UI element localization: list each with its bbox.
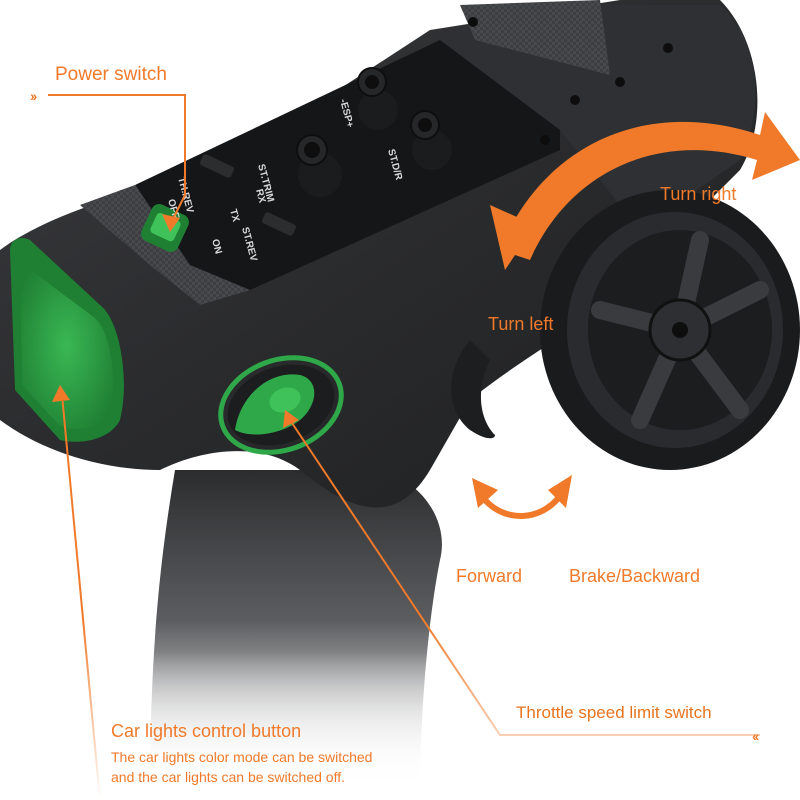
panel-label-rx: RX xyxy=(253,188,267,205)
st-dr-knob[interactable] xyxy=(410,110,452,170)
panel-label-on: ON xyxy=(209,238,224,255)
callout-arrow-tips xyxy=(52,214,299,428)
carbon-top-plate xyxy=(460,0,610,75)
transmitter-head xyxy=(430,5,756,230)
screws xyxy=(468,17,673,145)
st-rev-switch[interactable] xyxy=(261,211,297,236)
car-lights-title: Car lights control button xyxy=(111,721,302,741)
steering-wheel[interactable] xyxy=(540,190,800,470)
turn-left-label: Turn left xyxy=(488,314,554,334)
left-edge-marker-icon: ›› xyxy=(30,88,37,104)
throttle-trigger[interactable] xyxy=(451,340,495,439)
st-trim-knob[interactable] xyxy=(296,134,342,197)
esp-knob[interactable] xyxy=(357,67,398,130)
power-switch-label: Power switch xyxy=(55,64,167,85)
th-rev-switch[interactable] xyxy=(199,153,235,178)
brake-backward-label: Brake/Backward xyxy=(569,566,701,586)
car-lights-desc-1: The car lights color mode can be switche… xyxy=(111,749,373,765)
control-panel xyxy=(135,40,560,290)
throttle-direction-arrow xyxy=(482,494,563,519)
turn-right-label: Turn right xyxy=(660,184,737,204)
throttle-arrow-heads xyxy=(472,475,572,508)
throttle-limit-label: Throttle speed limit switch xyxy=(516,703,712,722)
bottom-fade xyxy=(0,620,800,800)
car-lights-button[interactable] xyxy=(10,238,124,442)
panel-label-off: OFF xyxy=(165,198,181,220)
steering-direction-arrow xyxy=(490,112,800,270)
car-lights-desc-2: and the car lights can be switched off. xyxy=(111,769,345,785)
panel-label-tx: TX xyxy=(227,208,241,224)
right-edge-marker-icon: ‹‹ xyxy=(752,728,759,744)
forward-label: Forward xyxy=(456,566,523,586)
